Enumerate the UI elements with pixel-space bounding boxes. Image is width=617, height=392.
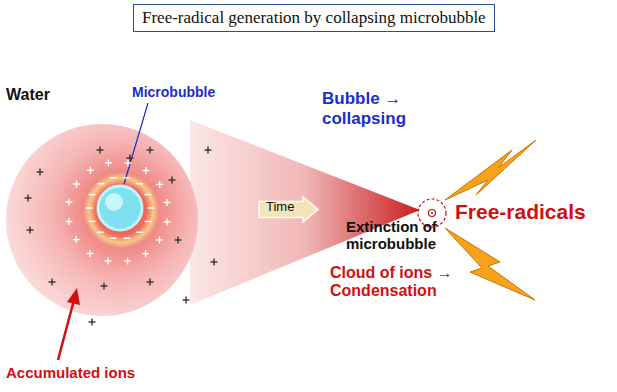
ions-label: Accumulated ions xyxy=(6,364,135,381)
leader-arrow xyxy=(58,300,74,360)
result-label: Free-radicals xyxy=(455,200,586,224)
lightning-bolt xyxy=(445,228,535,300)
bubble-label: Microbubble xyxy=(132,84,215,100)
arrow-shape: Time xyxy=(258,196,319,223)
ion-cloud xyxy=(6,124,198,316)
title-box: Free-radical generation by collapsing mi… xyxy=(133,4,495,32)
process-label: Bubble → collapsing xyxy=(322,89,440,128)
medium-label: Water xyxy=(6,86,50,104)
microbubble xyxy=(98,186,142,230)
arrow-label: Time xyxy=(266,200,297,215)
lightning-bolt xyxy=(445,140,536,200)
process-label: Extinction of microbubble xyxy=(346,218,456,253)
title-text: Free-radical generation by collapsing mi… xyxy=(142,8,486,28)
leader-line xyxy=(124,103,148,184)
process-label: Cloud of ions → Condensation xyxy=(330,264,500,301)
